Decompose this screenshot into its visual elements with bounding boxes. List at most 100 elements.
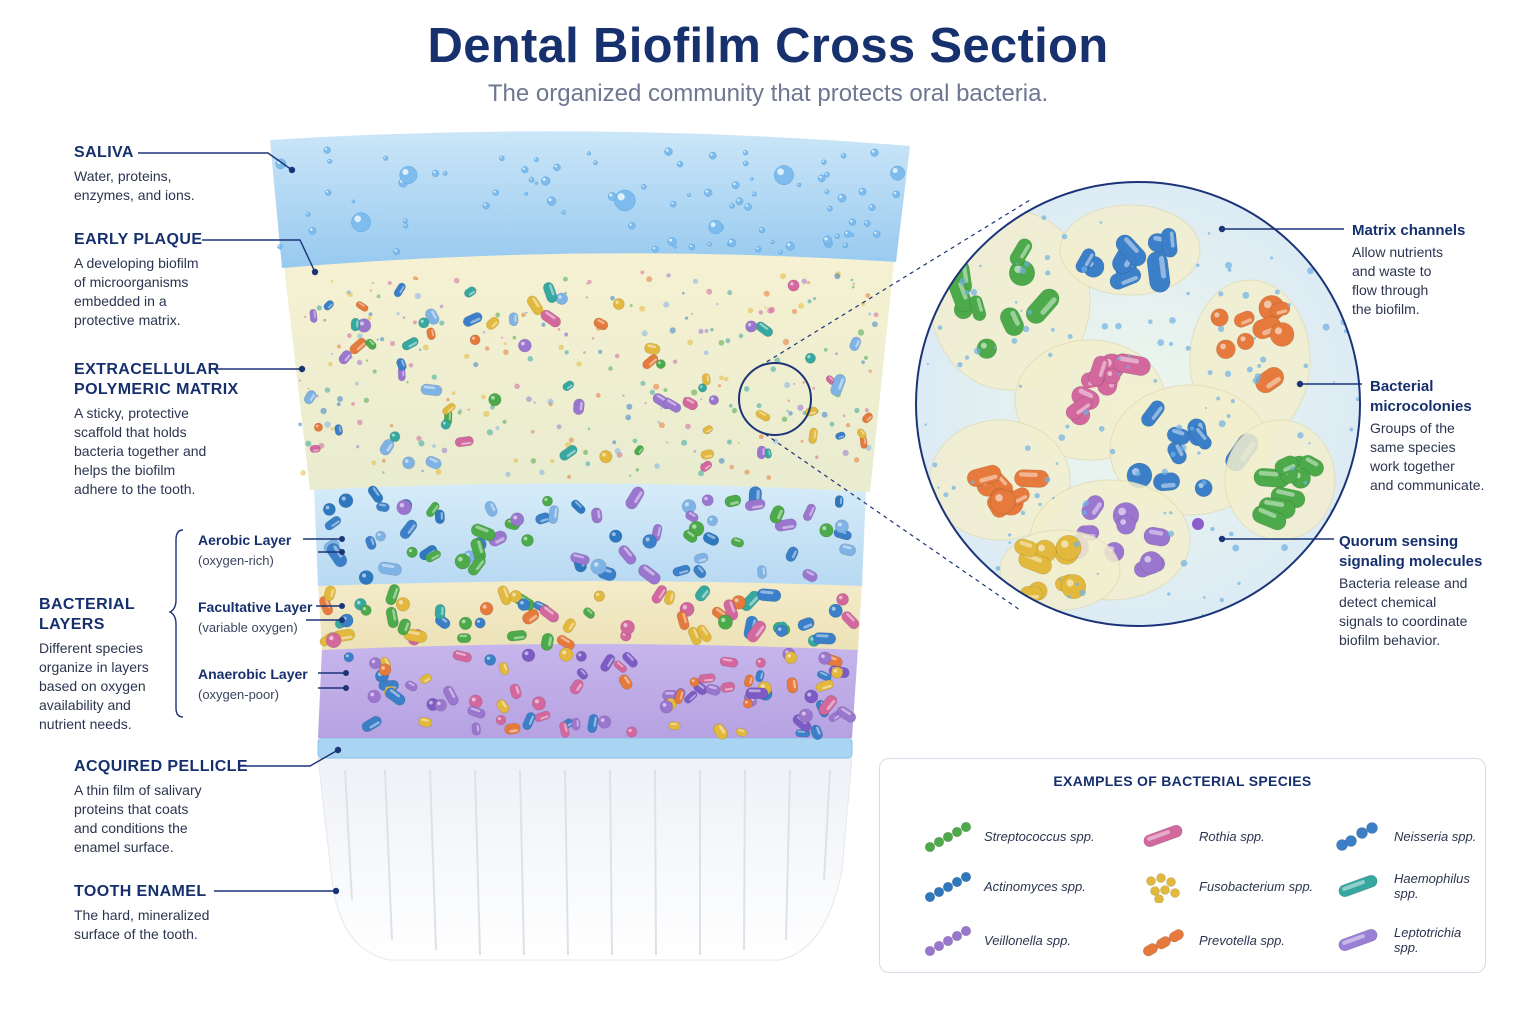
bacterium-mark bbox=[697, 383, 708, 393]
channel-particle bbox=[1264, 595, 1270, 601]
matrix-particle bbox=[698, 328, 704, 334]
bacterium-mark bbox=[1210, 308, 1229, 327]
matrix-particle bbox=[368, 312, 373, 317]
matrix-particle bbox=[718, 457, 725, 464]
bacterium-mark bbox=[509, 590, 523, 603]
bacterium-mark bbox=[856, 428, 867, 439]
bacterium-mark bbox=[562, 380, 575, 392]
bacterium-mark bbox=[834, 519, 849, 534]
label-early-plaque-heading: EARLY PLAQUE bbox=[74, 231, 203, 248]
saliva-bubble bbox=[872, 230, 881, 238]
saliva-bubble bbox=[305, 211, 311, 217]
bacterium-mark bbox=[467, 555, 486, 576]
matrix-particle bbox=[834, 273, 841, 280]
bacterium-mark bbox=[593, 317, 609, 331]
matrix-particle bbox=[693, 450, 697, 453]
bacterium-mark bbox=[440, 419, 451, 430]
bacterium-mark bbox=[518, 338, 532, 353]
saliva-bubble bbox=[521, 166, 529, 174]
bacterium-mark bbox=[548, 505, 559, 524]
bacterium-mark bbox=[556, 635, 575, 651]
saliva-bubble bbox=[744, 203, 752, 211]
channel-particle bbox=[1167, 592, 1171, 596]
channel-particle bbox=[1161, 468, 1168, 476]
bacterium-mark bbox=[730, 537, 745, 548]
channel-particle bbox=[1019, 267, 1027, 274]
channel-particle bbox=[1011, 338, 1018, 344]
bacterium-mark bbox=[510, 512, 525, 527]
channel-particle bbox=[1242, 291, 1250, 299]
channel-particle bbox=[1280, 190, 1288, 197]
matrix-particle bbox=[798, 303, 804, 309]
matrix-particle bbox=[781, 416, 788, 422]
channel-particle bbox=[1254, 373, 1262, 380]
channel-particle bbox=[918, 551, 924, 557]
saliva-bubble bbox=[628, 222, 636, 230]
anaerobic-band bbox=[318, 642, 858, 738]
matrix-particle bbox=[649, 389, 656, 395]
matrix-particle bbox=[564, 350, 569, 355]
matrix-particle bbox=[298, 422, 303, 427]
matrix-particle bbox=[320, 407, 327, 415]
matrix-particle bbox=[747, 307, 754, 314]
saliva-bubble bbox=[277, 244, 283, 250]
label-matrix-channels-desc: Allow nutrients and waste to flow throug… bbox=[1352, 244, 1444, 317]
bacterium-mark bbox=[442, 402, 456, 415]
channel-particle bbox=[1020, 510, 1026, 516]
bacterium-mark bbox=[521, 534, 534, 547]
matrix-particle bbox=[530, 430, 535, 434]
bacterium-mark bbox=[787, 279, 800, 292]
saliva-bubble bbox=[837, 193, 847, 203]
bacterium-mark bbox=[399, 519, 418, 540]
label-facultative-heading: Facultative Layer bbox=[198, 599, 313, 615]
bacterium-mark bbox=[418, 317, 430, 329]
matrix-particle bbox=[608, 366, 613, 371]
matrix-particle bbox=[718, 384, 722, 388]
channel-particle bbox=[1176, 424, 1183, 432]
matrix-particle bbox=[414, 292, 422, 300]
bacterium-mark bbox=[468, 694, 483, 709]
bacterium-mark bbox=[1216, 339, 1236, 360]
channel-particle bbox=[1101, 323, 1109, 330]
left-leader-dots bbox=[288, 166, 349, 895]
saliva-bubble bbox=[528, 176, 535, 183]
bacterium-mark bbox=[834, 495, 844, 508]
label-aerobic-layer: Aerobic Layer (oxygen-rich) bbox=[198, 530, 291, 570]
matrix-particle bbox=[300, 470, 306, 476]
saliva-bubble bbox=[492, 189, 500, 196]
channel-particle bbox=[1073, 541, 1080, 548]
matrix-particle bbox=[657, 420, 660, 424]
bacterium-mark bbox=[458, 616, 473, 630]
matrix-particle bbox=[381, 458, 386, 463]
matrix-particle bbox=[703, 350, 709, 356]
channel-particle bbox=[1322, 323, 1330, 331]
species-icon bbox=[1336, 822, 1378, 851]
bacterium-mark bbox=[1116, 515, 1136, 535]
saliva-bubble bbox=[393, 248, 401, 256]
saliva-bubble bbox=[533, 157, 539, 163]
legend-item: Actinomyces spp. bbox=[922, 869, 1086, 903]
matrix-particle bbox=[396, 311, 400, 316]
bacterium-mark bbox=[484, 501, 498, 517]
channel-particle bbox=[951, 485, 956, 491]
matrix-particle bbox=[672, 359, 678, 364]
matrix-particle bbox=[564, 332, 569, 337]
matrix-particle bbox=[585, 296, 588, 299]
species-icon bbox=[924, 925, 972, 957]
right-leader-dots bbox=[1218, 225, 1304, 543]
microcolony bbox=[1224, 419, 1336, 541]
label-bacterial-layers-desc: Different species organize in layers bas… bbox=[39, 640, 149, 732]
bacterium-mark bbox=[663, 398, 682, 413]
channel-particle bbox=[926, 278, 930, 282]
channel-particle bbox=[1115, 322, 1122, 330]
bacterium-mark bbox=[570, 552, 590, 566]
matrix-particle bbox=[641, 330, 648, 337]
channel-particle bbox=[1180, 444, 1187, 451]
bacterium-mark bbox=[495, 714, 507, 726]
channel-particle bbox=[1219, 597, 1225, 603]
bacterium-mark bbox=[1115, 234, 1147, 267]
matrix-particle bbox=[541, 322, 546, 327]
channel-particle bbox=[1055, 462, 1059, 465]
channel-particle bbox=[1117, 356, 1121, 361]
bacterium-mark bbox=[365, 535, 377, 550]
